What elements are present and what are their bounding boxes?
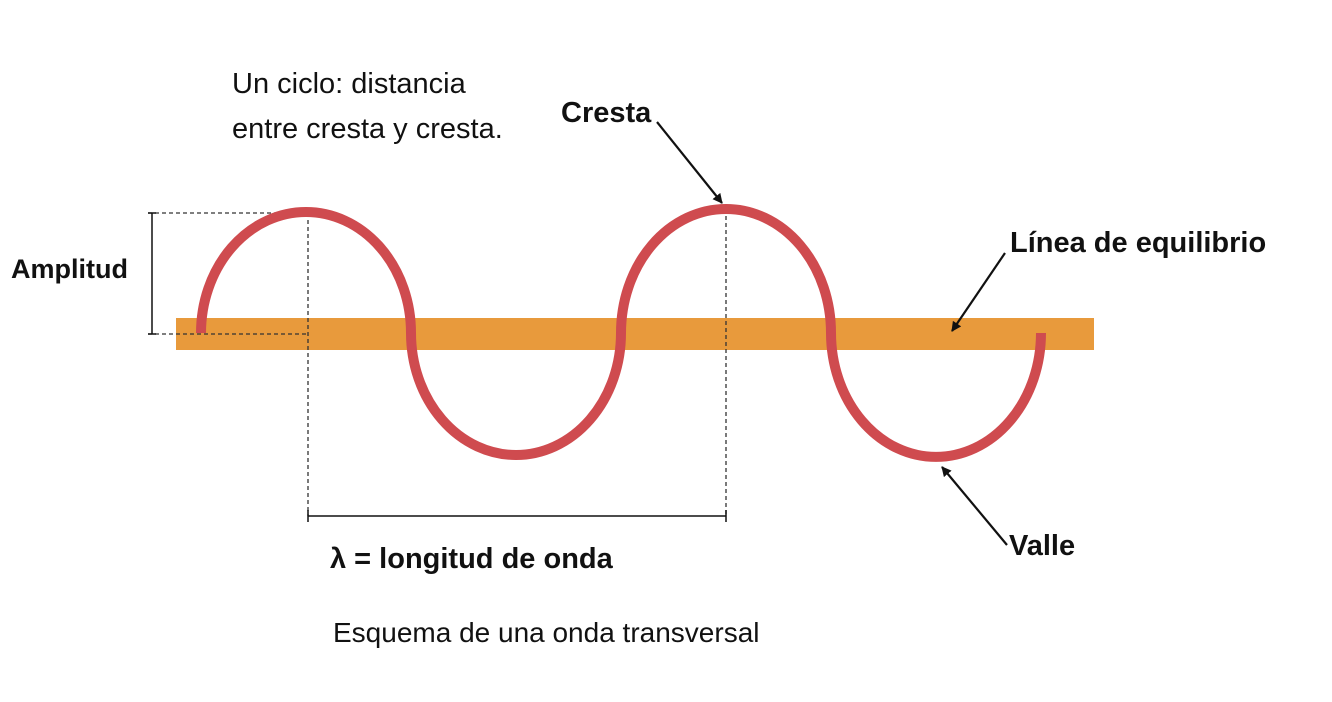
amplitude-label: Amplitud xyxy=(11,254,128,284)
equilibrium-line-label: Línea de equilibrio xyxy=(1010,227,1267,259)
diagram-caption: Esquema de una onda transversal xyxy=(333,617,760,648)
crest-label: Cresta xyxy=(561,97,652,129)
pointer-arrows xyxy=(656,121,1008,546)
trough-arrow xyxy=(941,466,1008,546)
trough-label: Valle xyxy=(1009,530,1076,562)
amplitude-bracket xyxy=(148,212,156,335)
equilibrium-band xyxy=(176,318,1094,350)
cycle-description-line-2: entre cresta y cresta. xyxy=(232,113,503,145)
crest-arrow xyxy=(656,121,723,204)
wave-curve xyxy=(196,204,1046,462)
equilibrium-arrow xyxy=(951,252,1006,332)
wavelength-label: λ = longitud de onda xyxy=(330,543,613,575)
cycle-description-line-1: Un ciclo: distancia xyxy=(232,68,466,100)
wavelength-bracket xyxy=(307,510,727,522)
